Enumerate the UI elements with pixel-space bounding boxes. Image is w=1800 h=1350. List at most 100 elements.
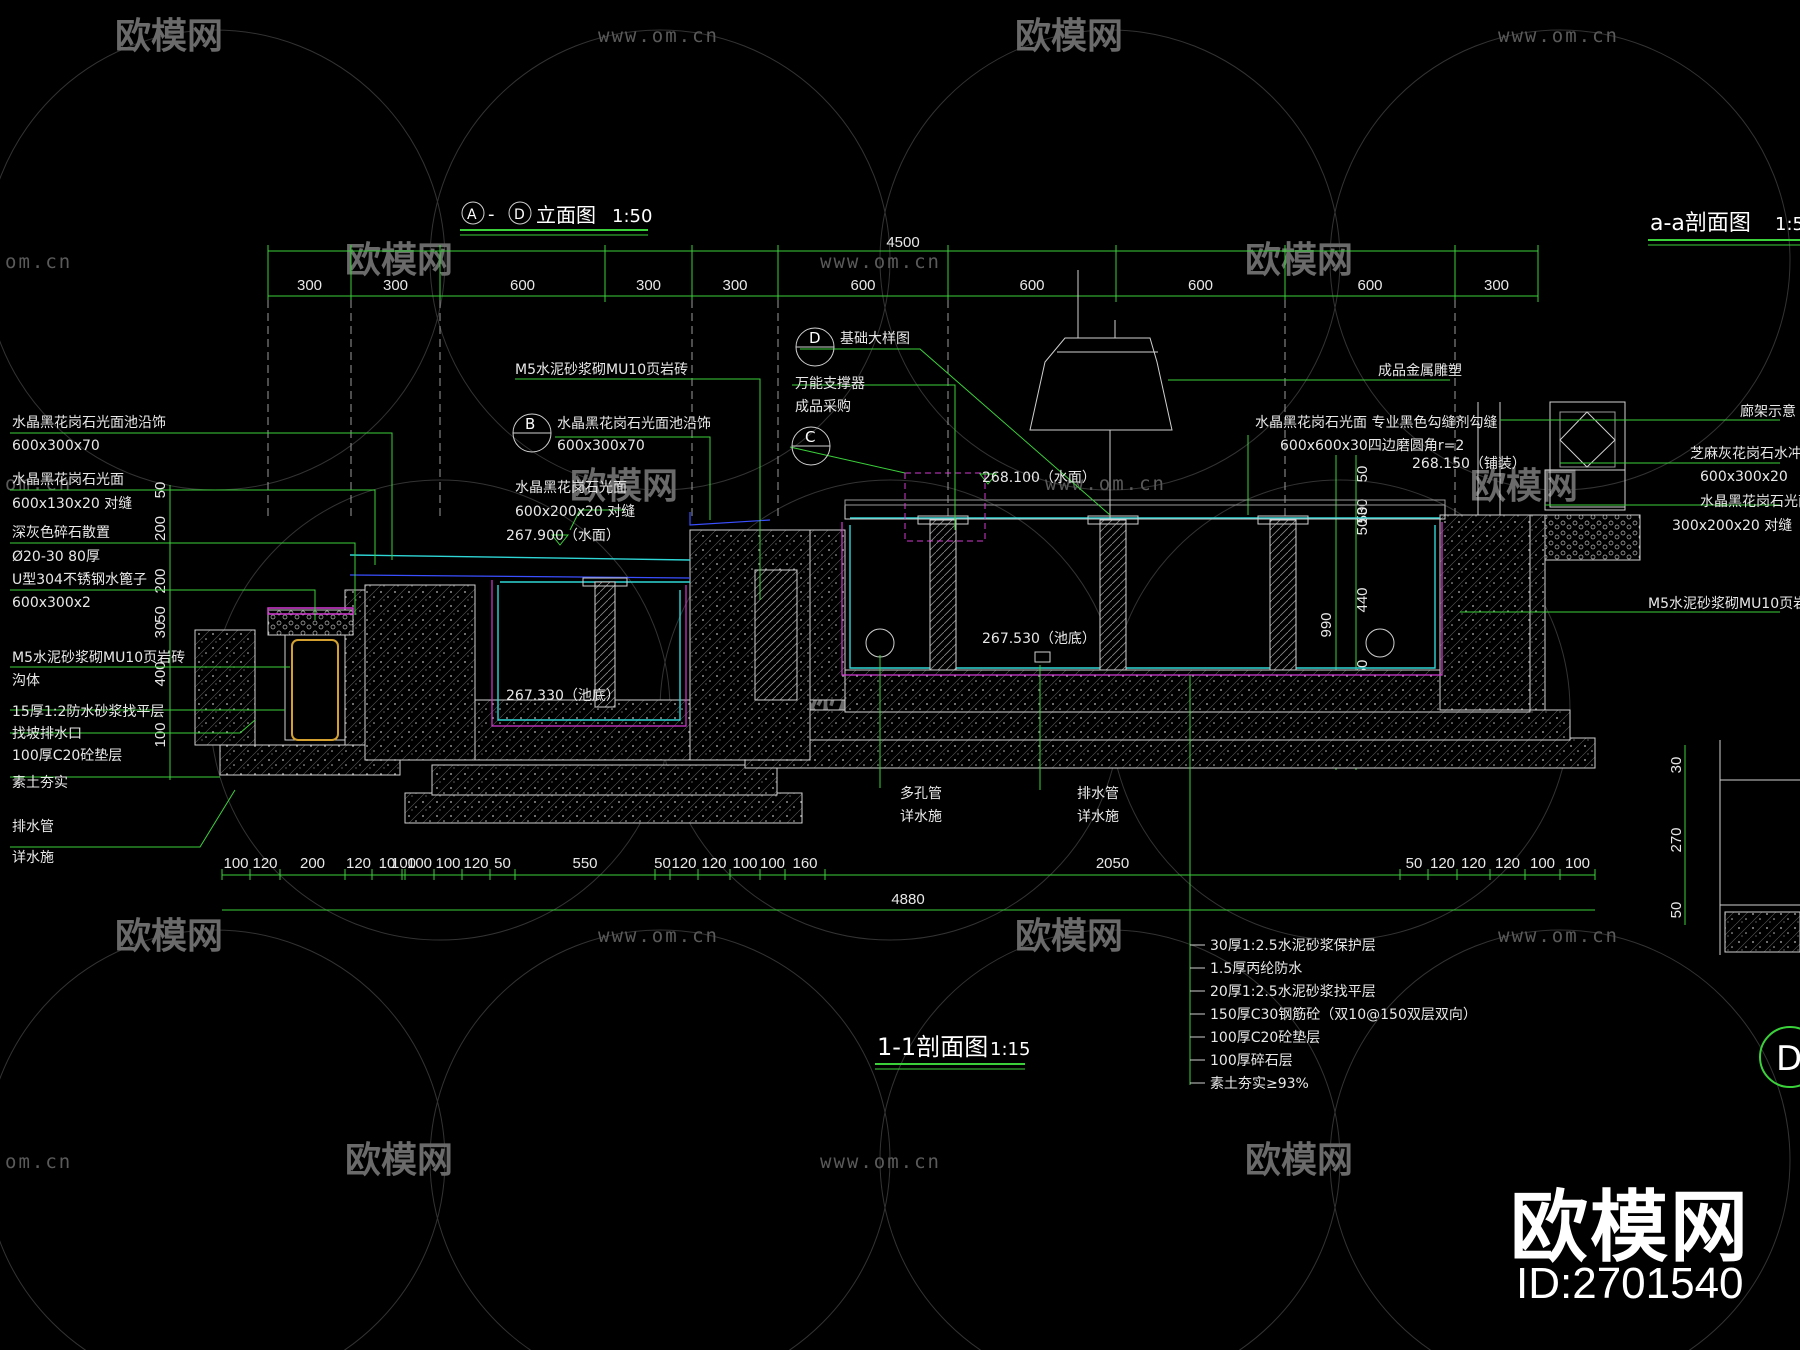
svg-text:详水施: 详水施: [1077, 809, 1119, 825]
svg-text:1:50: 1:50: [612, 206, 652, 227]
svg-text:深灰色碎石散置: 深灰色碎石散置: [12, 524, 110, 541]
dim-top-segment: 600: [510, 277, 535, 294]
svg-text:水晶黑花岗石光面: 水晶黑花岗石光面: [515, 480, 627, 496]
svg-text:排水管: 排水管: [12, 819, 54, 835]
dim-bottom-segment: 100: [732, 855, 757, 872]
svg-text:D: D: [809, 329, 821, 347]
watermark-url: www.om.cn: [1045, 473, 1166, 495]
level-markers: 268.100（水面） 267.900（水面） 268.150（铺装） 267.…: [506, 456, 1526, 704]
watermark-brand: 欧模网: [1015, 16, 1123, 57]
level-floor-left: 267.330（池底）: [506, 688, 620, 704]
dim-right: 50: [1354, 466, 1371, 483]
svg-text:15厚1:2防水砂浆找平层: 15厚1:2防水砂浆找平层: [12, 704, 164, 720]
watermark-brand: 欧模网: [345, 1140, 453, 1181]
svg-text:D: D: [1776, 1039, 1800, 1079]
dim-bottom-segment: 50: [1406, 855, 1423, 872]
dim-bottom-segment: 10: [379, 855, 396, 872]
section-11-title: 1-1剖面图 1:15: [875, 1033, 1030, 1070]
svg-text:A: A: [467, 207, 477, 223]
svg-text:详水施: 详水施: [12, 850, 54, 866]
svg-text:600x300x70: 600x300x70: [12, 438, 100, 454]
brand-logo: 欧模网 ID:2701540: [1510, 1165, 1790, 1335]
dim-bottom-segment: 100: [1565, 855, 1590, 872]
dim-left: 50: [152, 606, 169, 623]
labels-right: 成品金属雕塑 水晶黑花岗石光面 专业黑色勾缝剂勾缝 600x600x30四边磨圆…: [1255, 363, 1800, 612]
svg-text:600x130x20 对缝: 600x130x20 对缝: [12, 496, 132, 512]
dim-right: 440: [1354, 587, 1371, 612]
watermark-url: www.om.cn: [820, 251, 941, 273]
watermark-brand: 欧模网: [1015, 916, 1123, 957]
elevation-title: A - D 立面图 1:50: [460, 201, 652, 236]
layer-item: 100厚C20砼垫层: [1210, 1030, 1320, 1046]
level-water-right: 268.100（水面）: [982, 470, 1096, 486]
svg-text:基础大样图: 基础大样图: [840, 330, 910, 347]
svg-text:300x200x20 对缝: 300x200x20 对缝: [1672, 518, 1792, 534]
dim-bottom-segment: 100: [1530, 855, 1555, 872]
svg-text:成品金属雕塑: 成品金属雕塑: [1378, 363, 1462, 379]
callout-d: D 基础大样图: [795, 327, 910, 367]
dim-bottom-segment: 50: [654, 855, 671, 872]
svg-text:找坡排水口: 找坡排水口: [12, 726, 82, 742]
dim-right: 50: [1354, 519, 1371, 536]
dim-top-segment: 300: [383, 277, 408, 294]
watermark-url: www.om.cn: [1498, 925, 1619, 947]
dim-bottom-segment: 120: [1495, 855, 1520, 872]
dim-top-segment: 300: [636, 277, 661, 294]
callout-b: B 水晶黑花岗石光面池沿饰 600x300x70: [512, 413, 711, 454]
dim-left: 100: [152, 722, 169, 747]
svg-text:600x300x70: 600x300x70: [557, 438, 645, 454]
level-floor-right: 267.530（池底）: [982, 631, 1096, 647]
svg-text:600x200x20 对缝: 600x200x20 对缝: [515, 504, 635, 520]
leader-lines: [10, 348, 1780, 1085]
pergola: [1477, 401, 1626, 515]
svg-text:M5水泥砂浆砌MU10页岩砖: M5水泥砂浆砌MU10页岩砖: [515, 362, 688, 378]
watermark-url-short: om.cn: [5, 251, 72, 273]
watermark-url-short: om.cn: [5, 1151, 72, 1173]
dim-top-segment: 600: [1357, 277, 1382, 294]
svg-text:立面图: 立面图: [536, 203, 596, 227]
dim-bottom-segment: 100: [760, 855, 785, 872]
dim-top-segment: 300: [297, 277, 322, 294]
dim-left: 200: [152, 568, 169, 593]
section-aa-title: a-a剖面图 1:5: [1648, 211, 1800, 246]
svg-text:M5水泥砂浆砌MU10页岩砖: M5水泥砂浆砌MU10页岩砖: [12, 650, 185, 666]
dim-left: 400: [152, 661, 169, 686]
svg-text:水晶黑花岗石光面: 水晶黑花岗石光面: [1700, 494, 1800, 510]
layer-list: 30厚1:2.5水泥砂浆保护层1.5厚丙纶防水20厚1:2.5水泥砂浆找平层15…: [1190, 938, 1477, 1092]
svg-text:600x300x2: 600x300x2: [12, 595, 91, 611]
watermark-url: www.om.cn: [1498, 25, 1619, 47]
dim-aa: 30: [1668, 757, 1685, 774]
svg-text:水晶黑花岗石光面池沿饰: 水晶黑花岗石光面池沿饰: [557, 416, 711, 432]
svg-text:U型304不锈钢水篦子: U型304不锈钢水篦子: [12, 572, 147, 588]
watermark-brand: 欧模网: [570, 466, 678, 507]
dim-bottom-segment: 120: [1461, 855, 1486, 872]
dim-aa: 270: [1668, 827, 1685, 852]
watermark-brand: 欧模网: [1245, 1140, 1353, 1181]
dim-bottom-segment: 120: [1430, 855, 1455, 872]
dim-bottom-segment: 200: [300, 855, 325, 872]
svg-text:万能支撑器: 万能支撑器: [795, 376, 865, 392]
dim-bottom-segment: 100: [407, 855, 432, 872]
layer-item: 20厚1:2.5水泥砂浆找平层: [1210, 984, 1376, 1000]
watermark-brand: 欧模网: [115, 916, 223, 957]
svg-text:a-a剖面图: a-a剖面图: [1650, 211, 1751, 236]
watermark-brand: 欧模网: [1470, 466, 1578, 507]
svg-text:D: D: [514, 207, 525, 223]
level-top-right: 268.150（铺装）: [1412, 456, 1526, 472]
dim-top-segment: 600: [1188, 277, 1213, 294]
layer-item: 素土夯实≥93%: [1210, 1076, 1309, 1092]
dim-bottom-segment: 550: [572, 855, 597, 872]
svg-text:水晶黑花岗石光面 专业黑色勾缝剂勾缝: 水晶黑花岗石光面 专业黑色勾缝剂勾缝: [1255, 414, 1497, 431]
dim-right: 990: [1318, 612, 1335, 637]
svg-text:1:15: 1:15: [990, 1039, 1030, 1060]
callout-d-large: D: [1759, 1026, 1800, 1088]
section-structure: [194, 270, 1800, 955]
brand-id: ID:2701540: [1516, 1259, 1744, 1308]
dim-bottom-segment: 120: [671, 855, 696, 872]
dim-total-bottom: 4880: [891, 891, 924, 908]
dim-aa: 50: [1668, 902, 1685, 919]
layer-item: 150厚C30钢筋砼（双10@150双层双向）: [1210, 1006, 1477, 1023]
labels-left: 水晶黑花岗石光面池沿饰 600x300x70 水晶黑花岗石光面 600x130x…: [12, 415, 185, 866]
